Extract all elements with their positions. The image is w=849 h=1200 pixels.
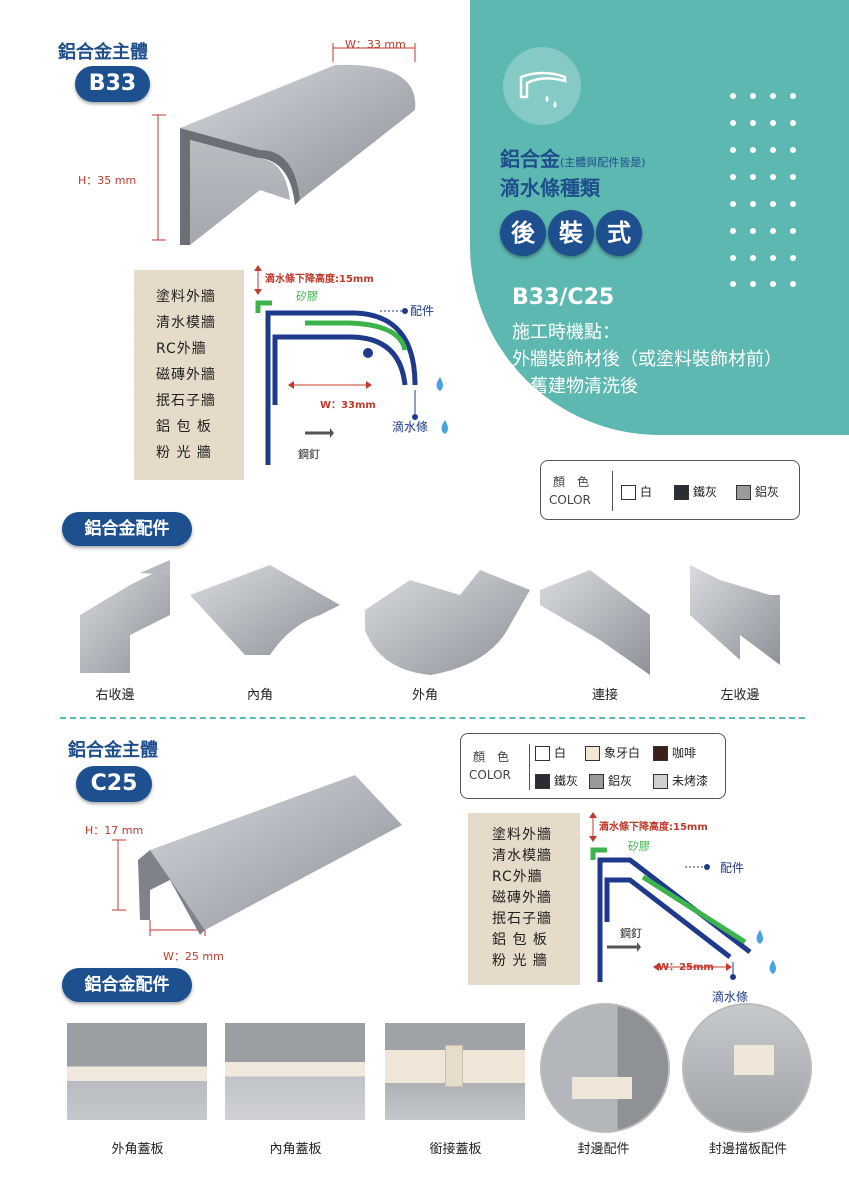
fitting-label: 連接 [591,688,618,703]
drip-logo-icon [503,47,581,125]
color-swatch [589,774,604,789]
style-char-1: 後 [500,210,546,256]
timing-line-1: 施工時機點： [512,322,620,343]
wall-type: 磁磚外牆 [492,890,552,906]
c25-height-label: H：17 mm [85,824,144,837]
color-options-b33: 顏 色 COLOR 白 鐵灰 鋁灰 [540,460,800,520]
c25-profile-image [112,775,402,936]
wall-type: 清水模牆 [492,848,552,864]
fitting-label: 封邊擋板配件 [708,1142,787,1157]
b33-drip-label: 滴水條 [392,420,429,434]
style-char-2: 裝 [548,210,594,256]
color-option: 咖啡 [653,744,696,761]
teal-subtitle: 滴水條種類 [500,176,600,200]
color-swatch [535,774,550,789]
color-swatch [653,746,668,761]
b33-silicone-label: 矽膠 [296,290,318,303]
wall-type: 塗料外牆 [492,827,552,843]
c25-install-diagram [589,812,776,982]
color-swatch [653,774,668,789]
style-char-3: 式 [596,210,642,256]
b33-model-pill: B33 [75,66,150,102]
b33-width-diagram: W：33mm [320,400,376,411]
fittings-row-1-images [80,560,780,675]
timing-line-2: 外牆裝飾材後（或塗料裝飾材前） [512,349,782,370]
b33-heading: 鋁合金主體 [58,42,148,63]
wall-type: 磁磚外牆 [156,367,216,383]
wall-type: 塗料外牆 [156,289,216,305]
c25-width-label: W：25 mm [163,950,224,963]
color-label: 顏 色 [553,475,590,489]
c25-silicone-label: 矽膠 [628,840,650,853]
color-swatch [674,485,689,500]
wall-type: 清水模牆 [156,315,216,331]
b33-install-diagram [254,265,448,465]
wall-type: 鋁 包 板 [156,419,212,435]
edge-baffle-fitting-photo [682,1003,812,1133]
fittings-heading-2: 鋁合金配件 [62,968,192,1002]
b33-profile-image [152,43,416,245]
color-option: 鋁灰 [736,483,779,500]
wall-type: 粉 光 牆 [156,445,212,461]
c25-drop-height: 滴水條下降高度:15mm [599,822,708,833]
color-option: 鐵灰 [535,772,578,789]
color-swatch [736,485,751,500]
b33-wall-types: 塗料外牆 清水模牆 RC外牆 磁磚外牆 抿石子牆 鋁 包 板 粉 光 牆 [134,270,244,480]
color-option: 鋁灰 [589,772,632,789]
fitting-label: 外角蓋板 [111,1142,164,1157]
fitting-label: 右收邊 [95,688,135,703]
wall-type: RC外牆 [156,341,207,357]
c25-fitting-label: 配件 [720,861,745,875]
color-label: 顏 色 [473,750,510,764]
fitting-label: 內角蓋板 [269,1142,322,1157]
b33-width-label: W：33 mm [345,38,406,51]
install-style-badges: 後 裝 式 [500,210,642,256]
outer-corner-cover-photo [67,1023,207,1120]
color-option: 未烤漆 [653,772,708,789]
color-option: 鐵灰 [674,483,717,500]
edge-fitting-photo [540,1003,670,1133]
fitting-label: 外角 [411,688,438,703]
wall-type: 抿石子牆 [492,911,552,927]
teal-title: 鋁合金(主體與配件皆是) [500,147,646,171]
color-label-en: COLOR [469,768,511,782]
wall-type: 鋁 包 板 [492,932,548,948]
c25-width-diagram: W：25mm [658,962,714,973]
fitting-label: 封邊配件 [577,1142,630,1157]
color-option: 白 [621,483,652,500]
color-option: 象牙白 [585,744,640,761]
color-swatch [585,746,600,761]
fitting-label: 內角 [246,688,273,703]
wall-type: 抿石子牆 [156,393,216,409]
fitting-label: 左收邊 [720,688,760,703]
c25-drip-label: 滴水條 [712,990,749,1004]
wall-type: RC外牆 [492,869,543,885]
joint-cover-photo [385,1023,525,1120]
c25-heading: 鋁合金主體 [68,740,158,761]
fittings-heading-1: 鋁合金配件 [62,512,192,546]
section-divider [60,717,805,719]
dot-grid [730,93,796,287]
timing-line-3: 、舊建物清洗後 [512,376,638,397]
wall-type: 粉 光 牆 [492,953,548,969]
color-options-c25: 顏 色 COLOR 白 象牙白 咖啡 鐵灰 鋁灰 未烤漆 [460,733,726,799]
model-code: B33/C25 [512,285,615,310]
c25-nail-label: 鋼釘 [620,927,642,940]
c25-model-pill: C25 [76,766,152,802]
b33-nail-label: 鋼釘 [298,448,320,461]
c25-wall-types: 塗料外牆 清水模牆 RC外牆 磁磚外牆 抿石子牆 鋁 包 板 粉 光 牆 [468,813,580,985]
b33-height-label: H：35 mm [78,174,137,187]
color-option: 白 [535,744,566,761]
b33-drop-height: 滴水條下降高度:15mm [265,274,374,285]
fitting-label: 銜接蓋板 [429,1142,482,1157]
inner-corner-cover-photo [225,1023,365,1120]
color-label-en: COLOR [549,493,591,507]
b33-fitting-label: 配件 [410,304,435,318]
color-swatch [621,485,636,500]
color-swatch [535,746,550,761]
